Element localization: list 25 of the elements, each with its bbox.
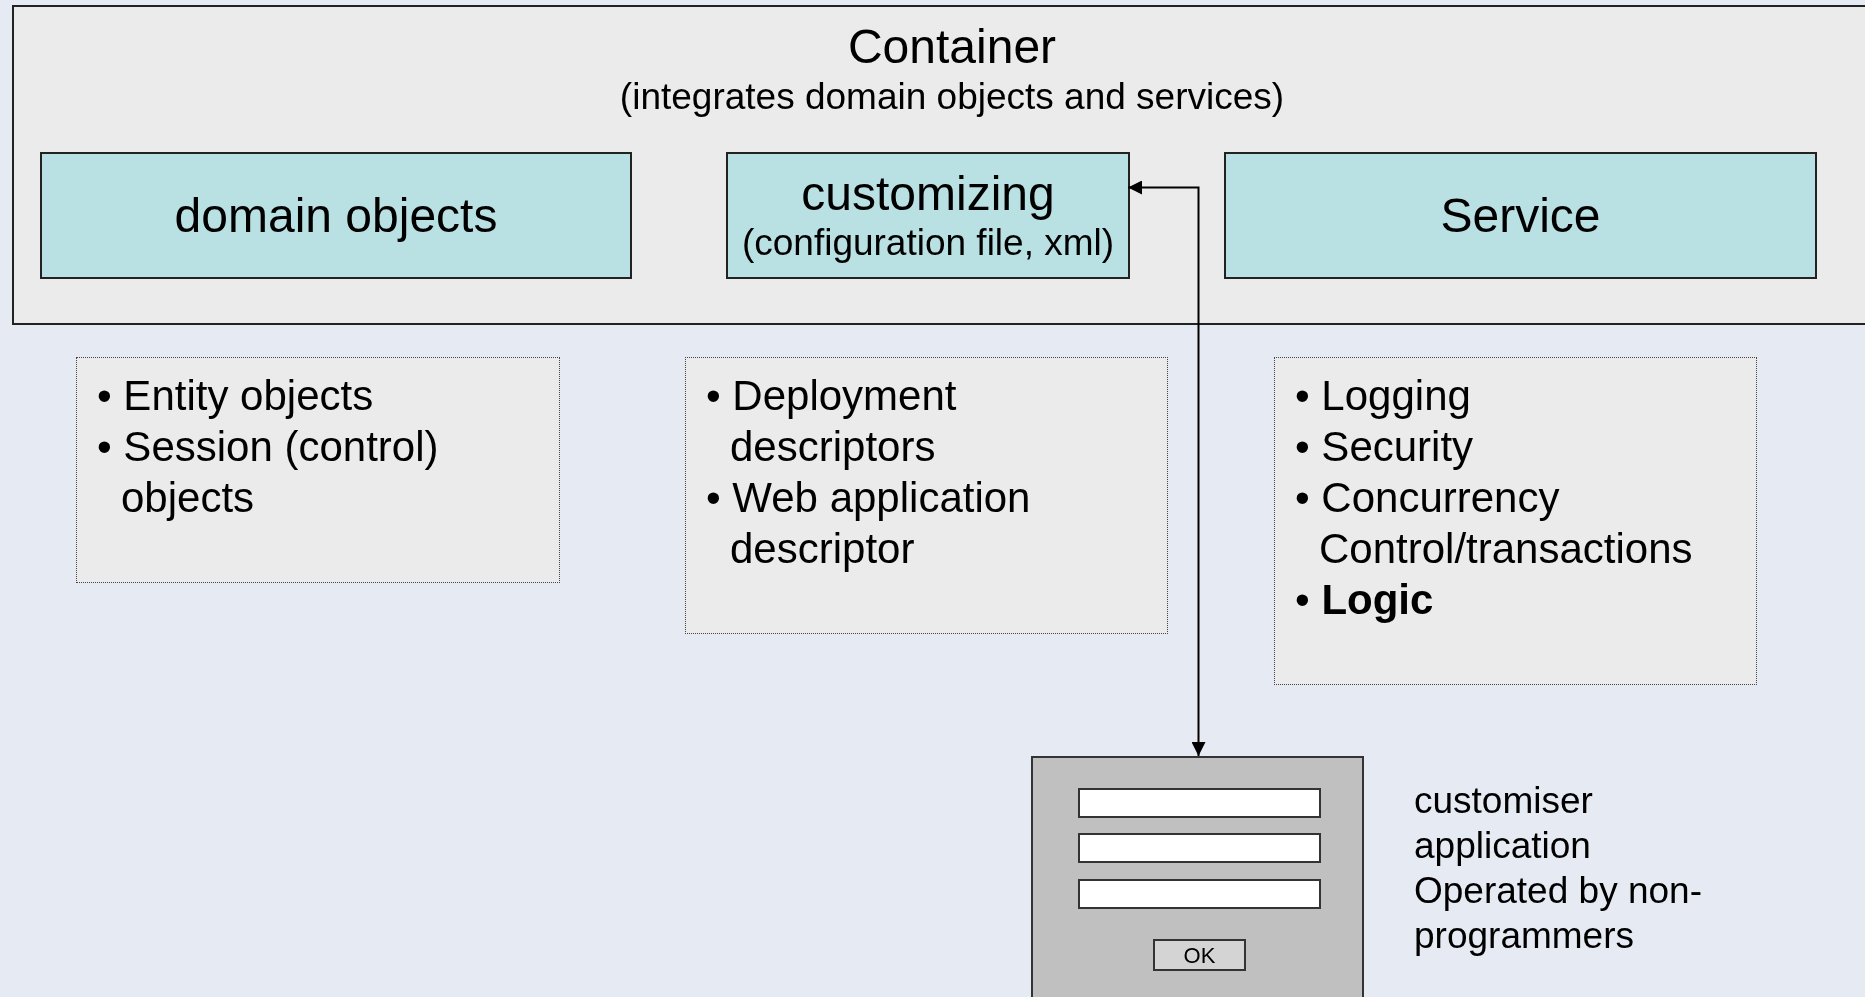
bullet-item: • Entity objects (97, 371, 375, 421)
connector-arrow (1127, 180, 1206, 757)
annotation-text: customiser application Operated by non-programmers (1414, 779, 1703, 958)
bullet-item: • Session (control) objects (97, 422, 440, 523)
bullet-item: • Concurrency Control/transactions (1295, 473, 1694, 574)
ok-button: OK (1153, 939, 1246, 971)
container-title: Container (847, 19, 1057, 75)
bullet-item: • Logic (1295, 575, 1435, 625)
form-window-drawing (1031, 756, 1364, 997)
note-box (1274, 357, 1757, 685)
component-box (1224, 152, 1817, 279)
component-box (726, 152, 1130, 279)
note-box (685, 357, 1168, 634)
component-subtitle: (configuration file, xml) (741, 220, 1115, 265)
component-box (40, 152, 632, 279)
bullet-item: • Web application descriptor (706, 473, 1032, 574)
container-panel (12, 5, 1865, 325)
bullet-item: • Logging (1295, 371, 1472, 421)
component-title: domain objects (174, 188, 498, 243)
note-box (76, 357, 560, 583)
bullet-item: • Security (1295, 422, 1475, 472)
container-subtitle: (integrates domain objects and services) (619, 75, 1285, 119)
component-title: Service (1440, 188, 1601, 243)
component-title: customizing (801, 166, 1055, 221)
bullet-item: • Deployment descriptors (706, 371, 958, 472)
